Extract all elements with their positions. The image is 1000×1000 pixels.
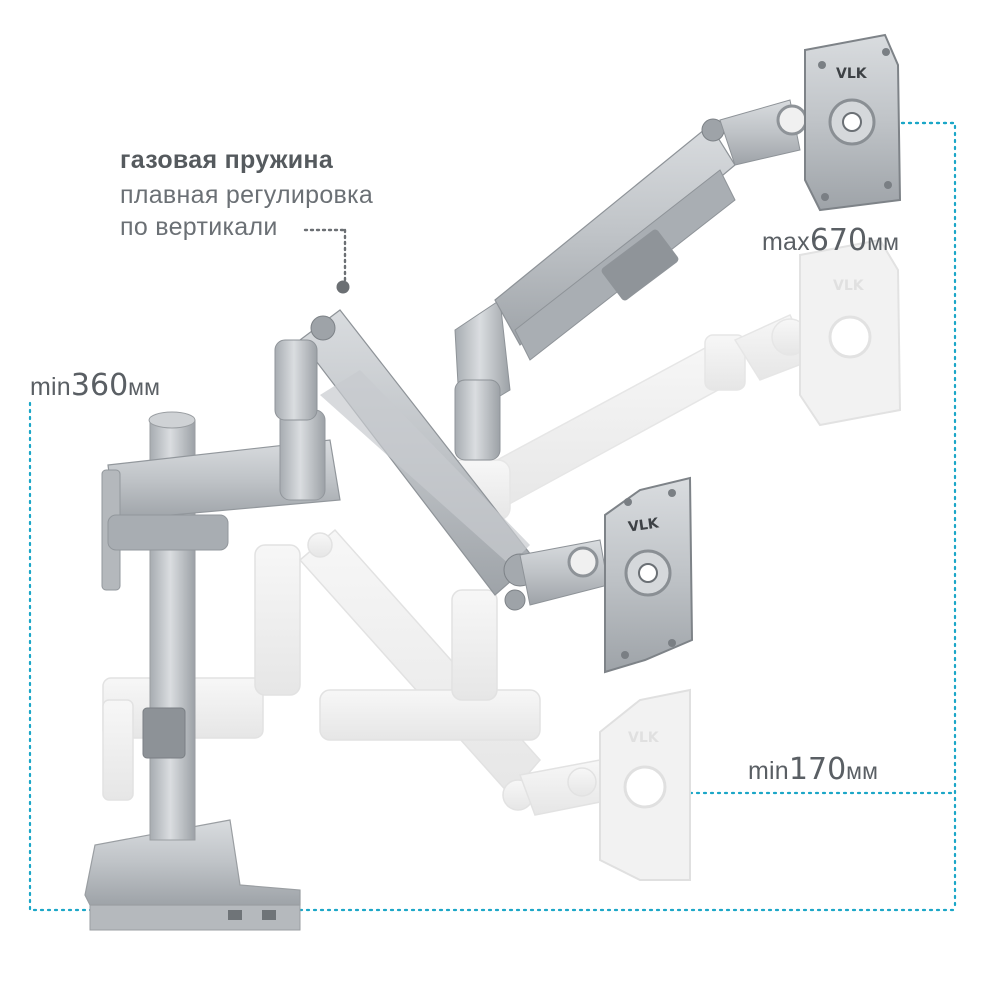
dim-max-value: 670 [809, 223, 868, 258]
feature-line-2: по вертикали [120, 213, 278, 241]
vesa-plate-middle: VLK [604, 476, 694, 674]
desk-clamp-base [84, 819, 301, 931]
dim-max-prefix: max [762, 228, 810, 256]
dim-label-min-height: min360мм [30, 368, 160, 403]
svg-text:VLK: VLK [833, 278, 865, 294]
dim-line-min360 [28, 401, 957, 912]
vesa-plate-top: VLK [804, 33, 902, 212]
feature-title: газовая пружина [120, 146, 334, 174]
svg-text:VLK: VLK [628, 730, 660, 746]
dim-label-max: max670мм [762, 223, 899, 258]
dim-min-height-unit: мм [128, 374, 161, 400]
ghost-vesa-high: VLK [799, 238, 902, 427]
dim-min-low-value: 170 [788, 752, 847, 787]
arm-upper-segment [454, 99, 808, 461]
feature-leader [303, 228, 350, 294]
dim-min-low-prefix: min [748, 757, 789, 785]
arm-main-horizontal [101, 409, 341, 591]
dim-min-height-prefix: min [30, 373, 71, 401]
dim-line-max [893, 121, 957, 912]
arm-gas-spring-lower [274, 309, 609, 611]
dim-label-min-low: min170мм [748, 752, 878, 787]
ghost-vesa-low: VLK [599, 688, 691, 881]
feature-line-1: плавная регулировка [120, 181, 374, 209]
vesa-logo-top: VLK [836, 66, 868, 82]
dim-min-low-unit: мм [846, 758, 879, 784]
vesa-logo-middle: VLK [627, 515, 661, 535]
ghost-arm-low [102, 528, 611, 816]
dimension-lines [28, 121, 957, 912]
dim-min-height-value: 360 [70, 368, 129, 403]
dim-max-unit: мм [867, 229, 900, 255]
